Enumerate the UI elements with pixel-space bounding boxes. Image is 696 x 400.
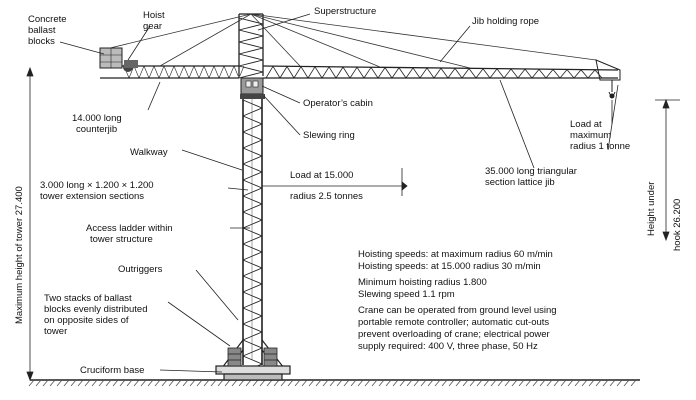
label-load-15-1: Load at 15.000 bbox=[290, 170, 353, 181]
label-lattice-jib-1: 35.000 long triangular bbox=[485, 166, 577, 177]
spec-line-4: Slewing speed 1.1 rpm bbox=[358, 289, 455, 300]
label-jib-holding-rope: Jib holding rope bbox=[472, 16, 539, 27]
operators-cabin bbox=[240, 77, 264, 95]
label-access-ladder-2: tower structure bbox=[90, 234, 153, 245]
ground bbox=[28, 379, 640, 387]
label-concrete-ballast-1: Concrete bbox=[28, 14, 67, 25]
hoist-gear bbox=[123, 60, 138, 72]
label-counterjib-1: 14.000 long bbox=[72, 113, 122, 124]
tower-lattice bbox=[242, 90, 263, 373]
label-operators-cabin: Operator’s cabin bbox=[303, 98, 373, 109]
label-slewing-ring: Slewing ring bbox=[303, 130, 355, 141]
label-height-under-hook-2: hook 26.200 bbox=[672, 199, 683, 251]
label-outriggers: Outriggers bbox=[118, 264, 163, 275]
spec-line-8: supply required: 400 V, three phase, 50 … bbox=[358, 341, 538, 352]
slewing-ring bbox=[240, 94, 265, 99]
label-load-max-1: Load at bbox=[570, 119, 602, 130]
label-lattice-jib-2: section lattice jib bbox=[485, 177, 555, 188]
ballast-stacks bbox=[227, 347, 278, 367]
lattice-jib bbox=[262, 59, 621, 81]
label-ballast-stacks-1: Two stacks of ballast bbox=[44, 293, 132, 304]
superstructure-mast bbox=[238, 13, 264, 79]
label-ballast-stacks-4: tower bbox=[44, 326, 67, 337]
label-concrete-ballast-3: blocks bbox=[28, 36, 55, 47]
label-counterjib-2: counterjib bbox=[76, 124, 117, 135]
label-walkway: Walkway bbox=[130, 147, 168, 158]
label-superstructure: Superstructure bbox=[314, 6, 376, 17]
label-tower-sections-1: 3.000 long × 1.200 × 1.200 bbox=[40, 180, 154, 191]
specifications-block: Hoisting speeds: at maximum radius 60 m/… bbox=[358, 249, 557, 352]
counterjib bbox=[100, 65, 245, 79]
annotation-labels: Concrete ballast blocks Hoist gear Super… bbox=[14, 6, 683, 376]
label-ballast-stacks-2: blocks evenly distributed bbox=[44, 304, 148, 315]
spec-line-1: Hoisting speeds: at maximum radius 60 m/… bbox=[358, 249, 553, 260]
label-load-max-2: maximum bbox=[570, 130, 611, 141]
label-load-15-2: radius 2.5 tonnes bbox=[290, 191, 363, 202]
label-tower-sections-2: tower extension sections bbox=[40, 191, 144, 202]
spec-line-2: Hoisting speeds: at 15.000 radius 30 m/m… bbox=[358, 261, 541, 272]
label-cruciform-base: Cruciform base bbox=[80, 365, 144, 376]
label-height-under-hook-1: Height under bbox=[646, 182, 657, 236]
label-hoist-gear-2: gear bbox=[143, 21, 162, 32]
concrete-ballast-blocks bbox=[99, 47, 123, 69]
label-access-ladder-1: Access ladder within bbox=[86, 223, 173, 234]
label-ballast-stacks-3: on opposite sides of bbox=[44, 315, 129, 326]
label-concrete-ballast-2: ballast bbox=[28, 25, 56, 36]
spec-line-6: portable remote controller; automatic cu… bbox=[358, 317, 549, 328]
jib-holding-ropes bbox=[109, 13, 597, 69]
label-hoist-gear-1: Hoist bbox=[143, 10, 165, 21]
leader-lines bbox=[26, 13, 680, 382]
spec-line-3: Minimum hoisting radius 1.800 bbox=[358, 277, 487, 288]
hook bbox=[608, 80, 616, 99]
spec-line-7: prevent overloading of crane; electrical… bbox=[358, 329, 550, 340]
label-load-max-3: radius 1 tonne bbox=[570, 141, 630, 152]
label-max-height: Maximum height of tower 27.400 bbox=[14, 186, 25, 324]
spec-line-5: Crane can be operated from ground level … bbox=[358, 305, 557, 316]
